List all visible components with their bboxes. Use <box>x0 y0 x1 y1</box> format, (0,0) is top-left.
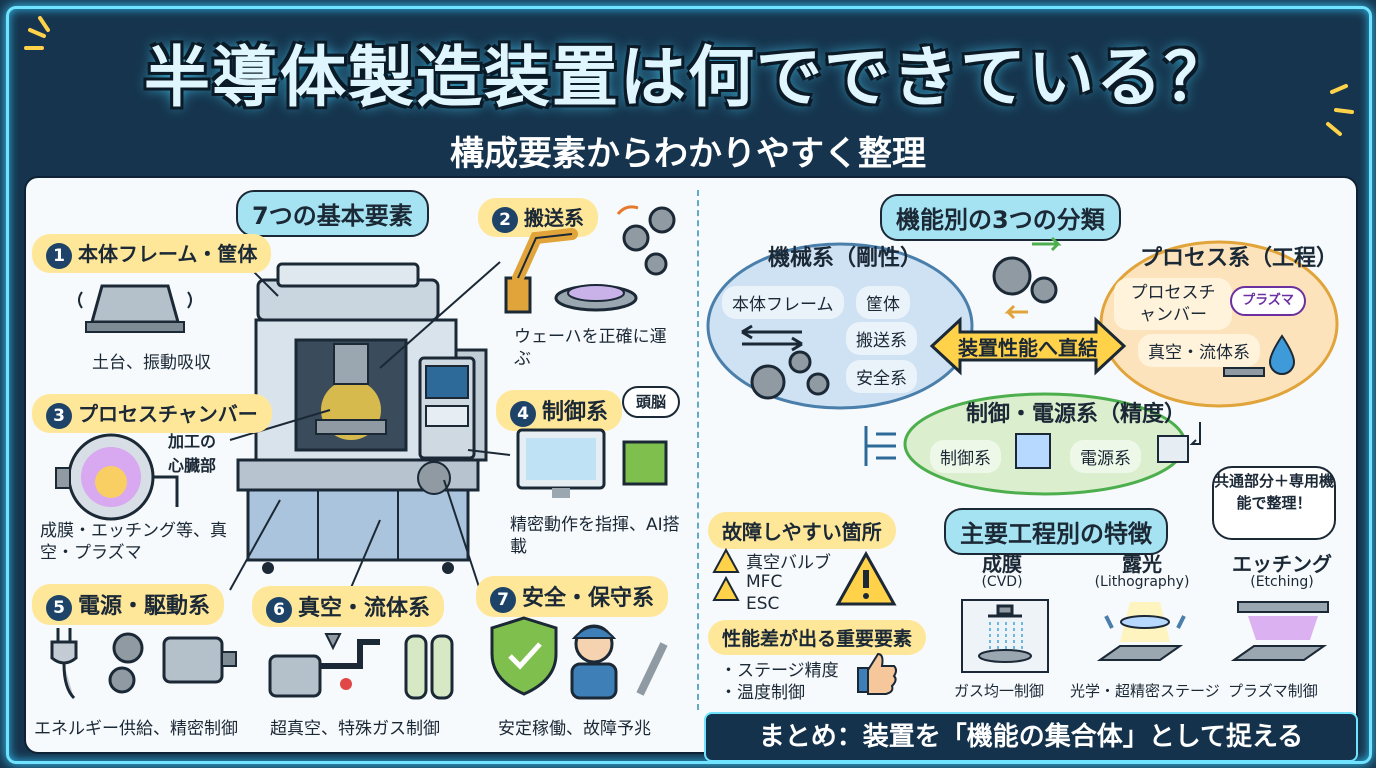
control-item-power: 電源系 <box>1070 440 1141 473</box>
element-7-number: 7 <box>490 587 516 613</box>
process-item-chamber: プロセスチャンバー <box>1114 278 1232 330</box>
failure-item-mfc: MFC <box>746 572 783 592</box>
process-etch-caption: プラズマ制御 <box>1228 682 1318 700</box>
chamber-note: 加工の心臓部 <box>168 432 217 475</box>
failure-heading: 故障しやすい箇所 <box>708 512 896 549</box>
mechanical-item-housing: 筐体 <box>856 286 910 319</box>
performance-item-temperature: ・温度制御 <box>720 683 805 703</box>
element-5-number: 5 <box>46 595 72 621</box>
performance-arrow-label: 装置性能へ直結 <box>958 336 1098 360</box>
mechanical-item-frame: 本体フレーム <box>722 286 844 319</box>
mechanical-gears-icon <box>741 324 830 400</box>
control-item-control: 制御系 <box>930 440 1001 473</box>
element-1-number: 1 <box>46 243 72 269</box>
mechanical-item-transfer: 搬送系 <box>846 322 917 355</box>
transfer-robot-icon <box>504 205 676 314</box>
element-6-caption: 超真空、特殊ガス制御 <box>270 719 440 739</box>
performance-arrow <box>929 316 1127 376</box>
process-item-vacuum: 真空・流体系 <box>1138 334 1260 367</box>
etching-icon <box>1230 601 1329 661</box>
process-litho-caption: 光学・超精密ステージ <box>1070 682 1220 700</box>
outer-frame <box>6 6 1372 764</box>
process-features-heading: 主要工程別の特徴 <box>944 508 1168 555</box>
water-drop-icon <box>1223 334 1296 377</box>
control-title: 制御・電源系（精度） <box>966 402 1187 427</box>
cvd-icon <box>961 599 1049 673</box>
process-title: プロセス系（工程） <box>1140 246 1339 271</box>
thumbs-up-icon <box>857 652 897 695</box>
element-7-caption: 安定稼働、故障予兆 <box>498 719 651 739</box>
failure-item-vacuum-valve: 真空バルブ <box>746 553 831 573</box>
process-chamber-icon <box>55 433 179 521</box>
element-4-number: 4 <box>510 401 536 427</box>
center-gears-icon <box>992 236 1062 320</box>
page-subtitle: 構成要素からわかりやすく整理 <box>450 134 926 174</box>
process-etch-en: (Etching) <box>1250 574 1314 590</box>
process-cvd-name: 成膜 <box>982 552 1022 576</box>
caution-icon <box>835 550 897 606</box>
lithography-icon <box>1096 602 1186 661</box>
warning-icon <box>712 547 740 601</box>
mechanical-title: 機械系（剛性） <box>768 246 923 271</box>
element-6-number: 6 <box>266 597 292 623</box>
page-title: 半導体製造装置は何でできている？ <box>144 39 1232 116</box>
element-3-caption: 成膜・エッチング等、真空・プラズマ <box>40 521 227 563</box>
element-3-number: 3 <box>46 403 72 429</box>
control-computer-icon <box>516 428 668 498</box>
process-cvd-caption: ガス均一制御 <box>954 682 1045 700</box>
control-panel-illustration <box>418 356 476 460</box>
performance-heading: 性能差が出る重要要素 <box>708 620 927 655</box>
mechanical-item-safety: 安全系 <box>846 360 917 393</box>
failure-item-esc: ESC <box>746 594 780 614</box>
element-2-number: 2 <box>492 207 518 233</box>
element-1-caption: 土台、振動吸収 <box>92 353 211 373</box>
process-litho-en: (Lithography) <box>1094 574 1190 590</box>
common-note-bubble: 共通部分＋専用機能で整理！ <box>1212 466 1336 540</box>
process-cvd-en: (CVD) <box>981 574 1023 590</box>
circuit-icons <box>864 422 1201 469</box>
panel-divider <box>697 190 699 710</box>
element-2-caption: ウェーハを正確に運ぶ <box>514 327 667 369</box>
element-5-caption: エネルギー供給、精密制御 <box>34 719 238 739</box>
process-litho-name: 露光 <box>1122 552 1162 576</box>
safety-maintenance-icon <box>490 616 668 700</box>
brain-badge: 頭脳 <box>622 386 680 418</box>
power-drive-icon <box>50 628 237 700</box>
plasma-badge: プラズマ <box>1230 286 1306 316</box>
process-etch-name: エッチング <box>1232 552 1332 576</box>
frame-base-icon <box>78 284 192 333</box>
basic-elements-heading: 7つの基本要素 <box>236 190 429 237</box>
vacuum-fluid-icon <box>268 633 454 700</box>
classification-heading: 機能別の3つの分類 <box>880 194 1121 241</box>
element-4-caption: 精密動作を指揮、AI搭載 <box>510 515 680 557</box>
performance-item-stage: ・ステージ精度 <box>720 661 839 681</box>
summary-banner: まとめ：装置を「機能の集合体」として捉える <box>704 712 1358 762</box>
